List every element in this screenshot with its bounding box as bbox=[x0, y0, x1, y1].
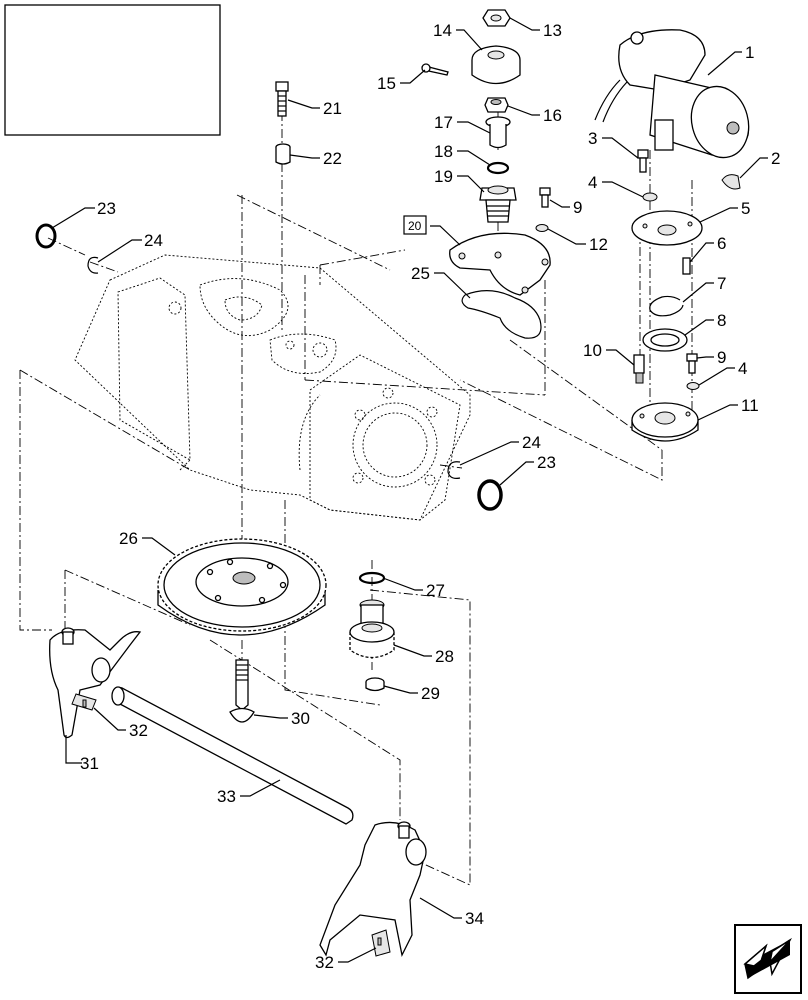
ring-part-23a bbox=[35, 223, 57, 249]
callout-16: 16 bbox=[543, 106, 562, 125]
callout-31: 31 bbox=[80, 754, 99, 773]
callout-15: 15 bbox=[377, 74, 396, 93]
callout-34: 34 bbox=[465, 909, 484, 928]
callout-5: 5 bbox=[741, 199, 750, 218]
fork-part-34 bbox=[319, 821, 427, 957]
clip-part-24a bbox=[87, 256, 99, 274]
callout-32b: 32 bbox=[315, 953, 334, 972]
callout-4b: 4 bbox=[738, 359, 747, 378]
callout-20: 20 bbox=[408, 219, 422, 233]
callout-14: 14 bbox=[433, 21, 452, 40]
stud-part-10 bbox=[633, 354, 645, 384]
cap-part-14 bbox=[471, 45, 521, 85]
gasket-part-25 bbox=[461, 290, 542, 339]
callout-33: 33 bbox=[217, 787, 236, 806]
washer-part-4a bbox=[642, 192, 658, 202]
callout-labels: 1 2 3 4 5 6 7 8 9 9 10 4 11 12 13 14 15 … bbox=[80, 21, 780, 972]
callout-6: 6 bbox=[717, 234, 726, 253]
callout-32a: 32 bbox=[129, 721, 148, 740]
callout-7: 7 bbox=[717, 274, 726, 293]
pad-part-32b bbox=[371, 929, 391, 957]
callout-29: 29 bbox=[421, 684, 440, 703]
screw-part-6 bbox=[682, 257, 691, 275]
bushing-part-22 bbox=[275, 143, 291, 165]
pin-part-15 bbox=[421, 63, 449, 76]
pinion-part-28 bbox=[349, 599, 395, 659]
plug-part-29 bbox=[365, 677, 385, 692]
callout-13: 13 bbox=[543, 21, 562, 40]
cover-part-20 bbox=[449, 232, 551, 296]
callout-23b: 23 bbox=[537, 453, 556, 472]
callout-30: 30 bbox=[291, 709, 310, 728]
callout-20-box bbox=[403, 215, 427, 235]
circlip-part-7 bbox=[649, 295, 684, 317]
bolt-part-9a bbox=[539, 187, 551, 208]
arrow-down-left-icon bbox=[734, 924, 802, 994]
leader-lines bbox=[51, 17, 768, 963]
callout-28: 28 bbox=[435, 647, 454, 666]
callout-26: 26 bbox=[119, 529, 138, 548]
callout-1: 1 bbox=[745, 43, 754, 62]
callout-21: 21 bbox=[323, 99, 342, 118]
pad-part-32a bbox=[71, 693, 97, 711]
pin-part-2 bbox=[721, 174, 741, 190]
callout-18: 18 bbox=[434, 142, 453, 161]
callout-24b: 24 bbox=[522, 433, 541, 452]
washer-part-4b bbox=[686, 382, 700, 390]
rod-part-33 bbox=[111, 686, 354, 825]
callout-24a: 24 bbox=[144, 231, 163, 250]
bolt-part-3 bbox=[637, 149, 649, 173]
callout-12: 12 bbox=[589, 235, 608, 254]
washer-part-12 bbox=[535, 224, 549, 232]
callout-27: 27 bbox=[426, 581, 445, 600]
callout-23a: 23 bbox=[97, 199, 116, 218]
nut-part-13 bbox=[482, 9, 511, 27]
callout-9b: 9 bbox=[717, 348, 726, 367]
title-box bbox=[4, 4, 221, 136]
fork-part-31 bbox=[49, 627, 142, 739]
callout-10: 10 bbox=[583, 341, 602, 360]
callout-3: 3 bbox=[588, 129, 597, 148]
motor-part-1 bbox=[594, 29, 750, 159]
bolt-part-30 bbox=[229, 659, 255, 723]
callout-4a: 4 bbox=[588, 173, 597, 192]
callout-2: 2 bbox=[771, 149, 780, 168]
housing-phantom bbox=[74, 254, 471, 521]
bolt-part-9b bbox=[686, 353, 698, 374]
callout-22: 22 bbox=[323, 149, 342, 168]
oring-part-18 bbox=[486, 161, 510, 175]
clip-part-24b bbox=[447, 461, 461, 479]
ring-part-23b bbox=[477, 479, 503, 511]
callout-25: 25 bbox=[411, 264, 430, 283]
flange-part-11 bbox=[631, 402, 699, 442]
nut-part-16 bbox=[484, 97, 509, 113]
callout-17: 17 bbox=[434, 113, 453, 132]
sleeve-part-17 bbox=[485, 116, 511, 149]
bolt-part-21 bbox=[275, 81, 289, 117]
plate-part-5 bbox=[631, 210, 703, 246]
fitting-part-19 bbox=[479, 185, 517, 223]
assembly-lines bbox=[19, 112, 693, 886]
ring-part-8 bbox=[642, 328, 688, 352]
gear-part-26 bbox=[157, 538, 327, 636]
callout-11: 11 bbox=[741, 396, 759, 415]
callout-9a: 9 bbox=[573, 198, 582, 217]
callout-8: 8 bbox=[717, 311, 726, 330]
callout-19: 19 bbox=[434, 167, 453, 186]
